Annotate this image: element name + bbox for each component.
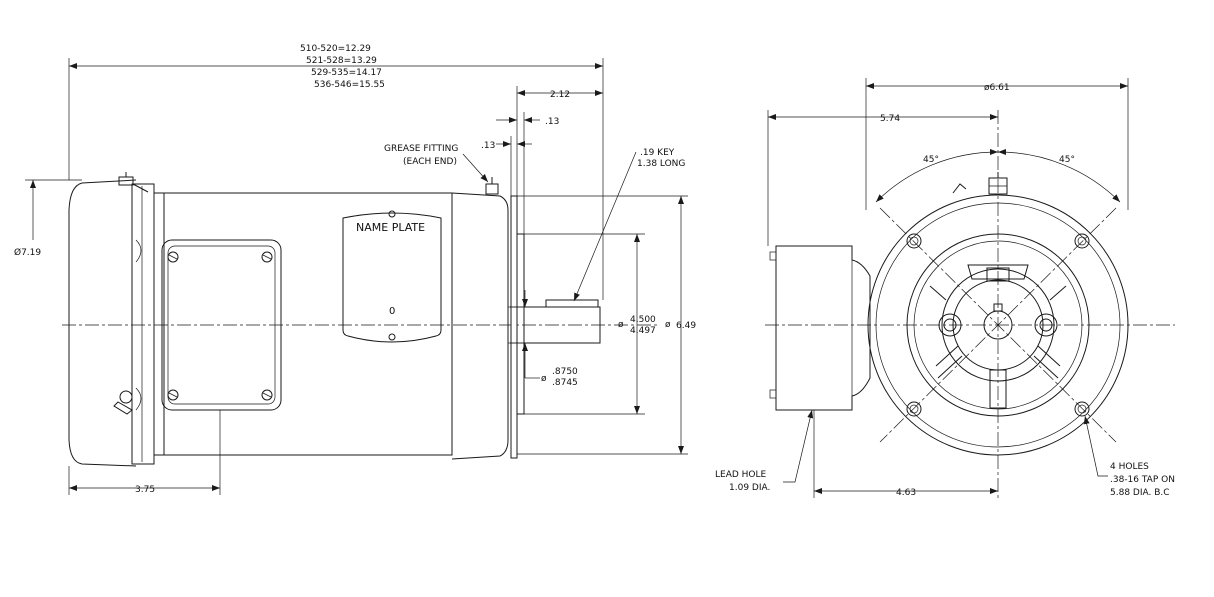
side-view: NAME PLATE 0 510-520=12.29 521-528=13.29… xyxy=(14,44,696,495)
shaft-extension-dim: 2.12 xyxy=(550,90,570,100)
end-view: ø6.61 5.74 45° 45° LEAD HOLE 1.09 DIA. 4… xyxy=(715,78,1175,500)
pilot xyxy=(516,233,525,415)
key-length-label: 1.38 LONG xyxy=(637,159,685,169)
svg-text:510-520=12.29: 510-520=12.29 xyxy=(300,44,371,54)
front-end-bell xyxy=(451,192,509,460)
angle-left: 45° xyxy=(923,155,939,165)
overall-length-labels: 510-520=12.29 521-528=13.29 529-535=14.1… xyxy=(300,44,385,90)
key-label: .19 KEY xyxy=(640,148,675,158)
nameplate xyxy=(342,212,442,343)
lead-hole-dia: 1.09 DIA. xyxy=(729,483,770,493)
rear-grease-fitting-top xyxy=(118,172,149,193)
lead-hole-label: LEAD HOLE xyxy=(715,470,767,480)
angle-right: 45° xyxy=(1059,155,1075,165)
bearing-housing xyxy=(941,268,1055,382)
rear-grease-fitting-bottom xyxy=(113,390,133,415)
flange-diameter-dim: 6.49 xyxy=(676,321,696,331)
flange-offset-dim: .13 xyxy=(545,117,559,127)
flange-thickness-dim: .13 xyxy=(481,141,495,151)
shaft-diameter-max: .8750 xyxy=(552,367,578,377)
front-grease-fitting xyxy=(485,177,499,195)
pilot-diameter-max: 4.500 xyxy=(630,315,656,325)
holes-bc-label: 5.88 DIA. B.C xyxy=(1110,488,1170,498)
conduit-to-center-dim: 4.63 xyxy=(896,488,916,498)
shaft-diameter-min: .8745 xyxy=(552,378,578,388)
end-view-conduit-box xyxy=(775,245,871,411)
grease-fitting-label: GREASE FITTING xyxy=(384,144,458,154)
svg-text:529-535=14.17: 529-535=14.17 xyxy=(311,68,382,78)
conduit-offset-dim: 3.75 xyxy=(135,485,155,495)
center-to-conduit-dim: 5.74 xyxy=(880,114,900,124)
nameplate-label: NAME PLATE xyxy=(356,221,425,234)
svg-text:ø: ø xyxy=(618,320,624,330)
holes-count-label: 4 HOLES xyxy=(1110,462,1149,472)
pilot-outline xyxy=(906,233,1090,417)
bolt-circle-overall-dim: ø6.61 xyxy=(984,83,1010,93)
svg-text:536-546=15.55: 536-546=15.55 xyxy=(314,80,385,90)
nameplate-value: 0 xyxy=(389,306,395,317)
rear-fan-cover-rim xyxy=(131,183,155,465)
shaft-key xyxy=(545,299,599,308)
conduit-box xyxy=(161,239,282,411)
motor-frame xyxy=(164,192,453,456)
grease-fitting-sub: (EACH END) xyxy=(403,157,457,167)
svg-text:ø: ø xyxy=(541,374,547,384)
pilot-diameter-min: 4.497 xyxy=(630,326,656,336)
mounting-flange xyxy=(510,195,518,459)
end-view-grease-fitting xyxy=(952,172,1008,195)
conduit-box-screws xyxy=(167,251,273,401)
tapped-holes xyxy=(906,233,1090,417)
frame-diameter-dim: Ø7.19 xyxy=(14,247,41,258)
svg-text:ø: ø xyxy=(665,320,671,330)
end-view-bosses xyxy=(929,264,1067,409)
svg-text:521-528=13.29: 521-528=13.29 xyxy=(306,56,377,66)
holes-tap-label: .38-16 TAP ON xyxy=(1110,475,1175,485)
rear-end-bell xyxy=(68,179,137,467)
